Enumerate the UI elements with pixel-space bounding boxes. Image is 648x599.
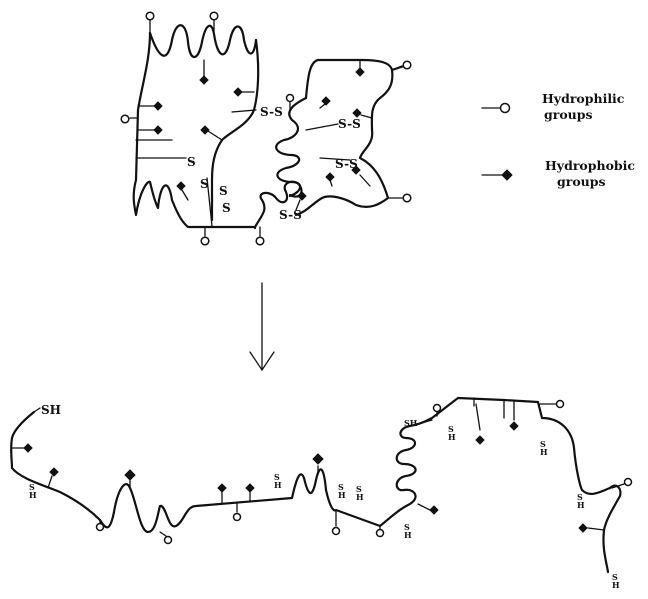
hydrophilic-group-icon: [146, 12, 154, 20]
legend-hydrophobic-line1: Hydrophobic: [545, 158, 635, 173]
hydrophilic-group-icon: [256, 237, 264, 245]
legend-hydrophobic: Hydrophobic groups: [482, 158, 635, 189]
hydrophilic-group-icon: [121, 115, 129, 123]
hydrophobic-group-icon: [579, 524, 587, 532]
legend-hydrophobic-line2: groups: [557, 174, 606, 189]
hydrophobic-group-icon: [125, 470, 135, 480]
unfolded-hydrophilic-groups: [97, 401, 632, 544]
denatured-unfolded-protein: SH SH S H S H S H S H S H S H S H S H S …: [11, 398, 631, 590]
unfolded-sh-2: SH: [404, 418, 418, 428]
hydrophobic-group-icon: [24, 444, 32, 452]
native-disulfide-1: S-S: [260, 105, 283, 119]
hydrophobic-group-icon: [246, 484, 254, 492]
native-branch-5: [306, 124, 338, 130]
denaturation-arrow: [250, 283, 274, 370]
native-right-top: [296, 60, 392, 215]
hydrophobic-group-icon: [313, 454, 323, 464]
hydrophilic-group-icon: [201, 237, 209, 245]
vertical-h-label: H: [274, 480, 282, 490]
hydrophilic-group-icon: [210, 12, 218, 20]
native-hydrophobic-groups: [138, 60, 372, 210]
hydrophobic-group-icon: [218, 484, 226, 492]
hydrophilic-group-icon: [287, 95, 294, 102]
unfolded-sh-1: SH: [41, 403, 61, 417]
hydrophilic-group-icon: [234, 514, 241, 521]
legend-hydrophilic-line1: Hydrophilic: [542, 91, 625, 106]
hydrophilic-group-icon: [97, 524, 104, 531]
native-sulfur-4: S: [222, 201, 231, 215]
hydrophobic-group-icon: [430, 506, 438, 514]
vertical-h-label: H: [540, 447, 548, 457]
native-sulfur-3: S: [219, 184, 228, 198]
legend: Hydrophilic groups Hydrophobic groups: [482, 91, 635, 189]
hydrophobic-group-icon: [154, 102, 162, 110]
hydrophobic-group-icon: [322, 97, 330, 105]
vertical-h-label: H: [338, 490, 346, 500]
vertical-h-label: H: [612, 580, 620, 590]
hydrophobic-legend-icon: [502, 170, 512, 180]
native-disulfide-4: S-S: [279, 208, 302, 222]
hydrophilic-group-icon: [625, 479, 632, 486]
hydrophilic-group-icon: [403, 61, 411, 69]
hydrophobic-group-icon: [326, 173, 334, 181]
hydrophilic-group-icon: [377, 530, 384, 537]
unfolded-vertical-sh-labels: S H S H S H S H S H S H S H S H S H: [29, 424, 620, 590]
vertical-h-label: H: [29, 490, 37, 500]
hydrophobic-group-icon: [353, 109, 361, 117]
hydrophobic-group-icon: [177, 182, 185, 190]
vertical-h-label: H: [404, 530, 412, 540]
unfolded-backbone: [11, 398, 620, 572]
native-sulfur-1: S: [187, 155, 196, 169]
native-sulfur-2: S: [200, 177, 209, 191]
vertical-h-label: H: [577, 500, 585, 510]
hydrophilic-group-icon: [434, 405, 441, 412]
hydrophobic-group-icon: [476, 436, 484, 444]
legend-hydrophilic-line2: groups: [544, 107, 593, 122]
native-disulfide-2: S-S: [338, 117, 361, 131]
hydrophobic-group-icon: [510, 422, 518, 430]
native-folded-protein: S-S S-S S-S S-S S S S S: [121, 12, 411, 245]
hydrophobic-group-icon: [234, 88, 242, 96]
native-hydrophilic-groups: [121, 12, 411, 245]
unfolded-hydrophobic-groups: [12, 401, 604, 532]
hydrophobic-group-icon: [50, 468, 58, 476]
hydrophilic-group-icon: [165, 537, 172, 544]
vertical-h-label: H: [448, 432, 456, 442]
unfolded-stub-sh-start: [34, 408, 40, 412]
hydrophilic-group-icon: [333, 528, 340, 535]
native-wavy-top: [150, 25, 256, 57]
legend-hydrophilic: Hydrophilic groups: [482, 91, 625, 122]
hydrophilic-legend-icon: [501, 104, 510, 113]
hydrophobic-group-icon: [356, 68, 364, 76]
hydrophobic-group-icon: [298, 192, 306, 200]
hydrophobic-group-icon: [200, 76, 208, 84]
hydrophilic-group-icon: [557, 401, 564, 408]
hydrophobic-group-icon: [201, 126, 209, 134]
vertical-h-label: H: [356, 492, 364, 502]
hydrophilic-group-icon: [403, 194, 411, 202]
hydrophobic-group-icon: [154, 126, 162, 134]
